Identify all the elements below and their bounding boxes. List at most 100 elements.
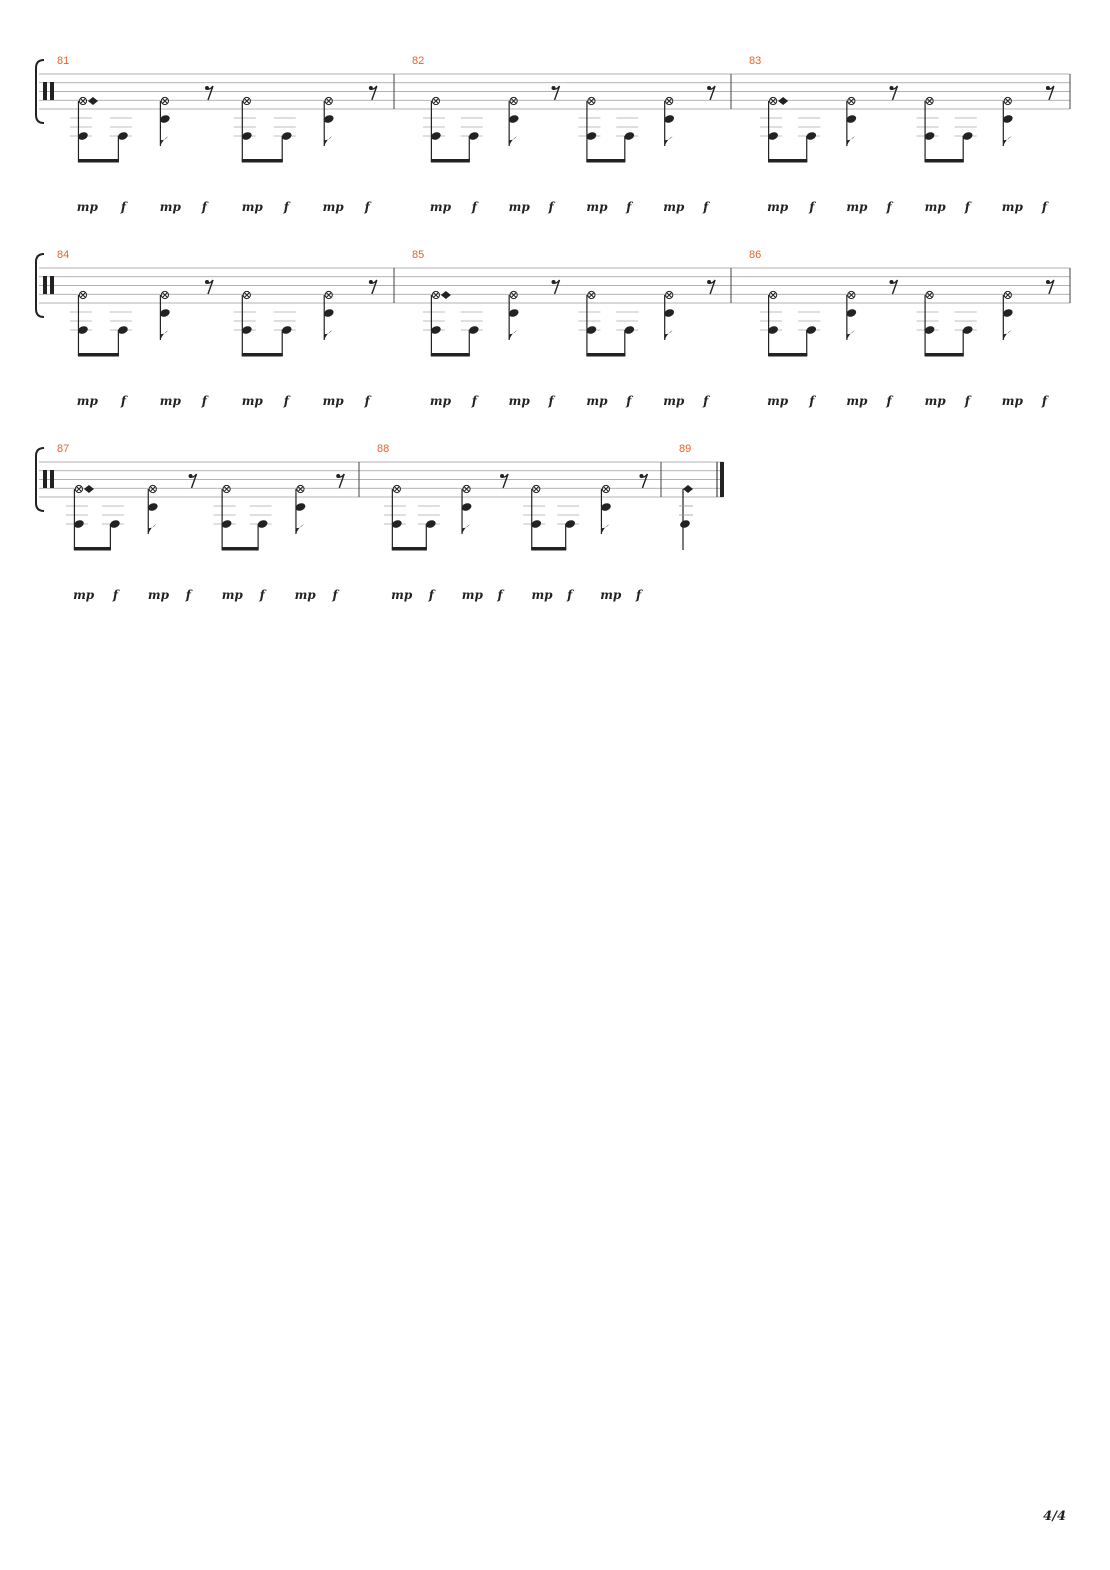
snare-note (508, 309, 519, 317)
measure-number: 86 (749, 249, 761, 261)
dynamic-marking: f (331, 588, 339, 602)
hihat-cross (80, 292, 86, 298)
dynamic-marking: mp (846, 200, 868, 214)
dynamic-marking: f (808, 394, 816, 408)
beam (924, 159, 964, 163)
dynamic-marking: mp (73, 588, 95, 602)
bass-drum-note (806, 326, 817, 334)
hihat-cross (588, 98, 595, 104)
snare-note (160, 309, 170, 317)
snare-note (846, 309, 857, 317)
snare-note (160, 115, 170, 123)
bass-drum-note (924, 132, 935, 140)
hihat-cross (603, 486, 609, 492)
bass-drum-note (962, 326, 973, 334)
hihat-note (431, 96, 440, 106)
bass-drum-note (221, 520, 232, 528)
dynamic-marking: mp (509, 394, 531, 408)
hihat-cross (76, 486, 82, 492)
note-flag (1003, 136, 1012, 146)
hihat-note (160, 290, 169, 300)
dynamic-marking: f (496, 588, 504, 602)
hihat-cross (1004, 98, 1011, 104)
hihat-note (242, 290, 251, 300)
snare-note (664, 309, 675, 317)
final-barline (720, 462, 724, 497)
percussion-clef-icon (43, 82, 47, 100)
dynamic-marking: mp (531, 588, 553, 602)
hihat-cross (149, 486, 156, 492)
note-flag (846, 136, 855, 146)
note-flag (148, 524, 157, 534)
dynamic-marking: f (112, 588, 120, 602)
crash-note (83, 485, 94, 493)
dynamic-marking: f (120, 394, 128, 408)
dynamic-marking: mp (323, 394, 345, 408)
hihat-cross (393, 486, 400, 492)
hihat-note (78, 290, 88, 300)
dynamic-marking: mp (767, 200, 789, 214)
dynamic-marking: f (964, 200, 972, 214)
bass-drum-note (565, 520, 576, 528)
snare-note (508, 115, 519, 123)
hihat-cross (223, 486, 230, 492)
eighth-rest-dot (707, 280, 712, 284)
dynamic-marking: mp (222, 588, 244, 602)
eighth-rest-dot (336, 474, 341, 478)
measure-number: 81 (57, 55, 69, 67)
hihat-cross (926, 292, 933, 298)
dynamic-marking: mp (242, 394, 264, 408)
beam (241, 353, 283, 357)
dynamic-marking: mp (600, 588, 622, 602)
bass-drum-note (425, 520, 436, 528)
hihat-cross (243, 98, 250, 104)
snare-note (461, 503, 472, 511)
hihat-cross (433, 98, 439, 104)
beam (430, 159, 470, 163)
note-flag (601, 524, 610, 534)
beam (391, 547, 427, 551)
hihat-cross (325, 292, 332, 298)
hihat-note (925, 290, 934, 300)
hihat-cross (243, 292, 250, 298)
beam (241, 159, 283, 163)
bass-drum-note (110, 520, 120, 528)
hihat-cross (162, 98, 168, 104)
eighth-rest-dot (551, 280, 556, 284)
beam (586, 159, 626, 163)
bass-drum-note (78, 326, 88, 334)
hihat-cross (510, 98, 517, 104)
dynamic-marking: f (566, 588, 574, 602)
eighth-rest-dot (368, 86, 373, 90)
bass-drum-note (74, 520, 84, 528)
beam (768, 159, 808, 163)
note-flag (846, 330, 855, 340)
note-flag (160, 330, 169, 340)
dynamic-marking: mp (1002, 394, 1024, 408)
hihat-note (324, 290, 333, 300)
dynamic-marking: f (185, 588, 193, 602)
note-flag (509, 330, 518, 340)
dynamic-marking: f (548, 394, 556, 408)
dynamic-marking: f (702, 394, 710, 408)
bass-drum-note (257, 520, 268, 528)
dynamic-marking: f (364, 200, 372, 214)
hihat-note (532, 484, 541, 494)
beam (77, 353, 119, 357)
bass-drum-note (586, 326, 597, 334)
bass-drum-note (624, 132, 635, 140)
dynamic-marking: f (808, 200, 816, 214)
hihat-note (78, 96, 88, 106)
hihat-cross (1004, 292, 1011, 298)
dynamic-marking: f (964, 394, 972, 408)
measure-number: 85 (412, 249, 424, 261)
hihat-note (431, 290, 440, 300)
dynamic-marking: f (471, 200, 479, 214)
snare-note (601, 503, 611, 511)
bass-drum-note (241, 132, 252, 140)
beam (73, 547, 111, 551)
note-flag (664, 330, 673, 340)
eighth-rest-dot (500, 474, 505, 478)
hihat-note (160, 96, 169, 106)
dynamic-marking: mp (391, 588, 413, 602)
